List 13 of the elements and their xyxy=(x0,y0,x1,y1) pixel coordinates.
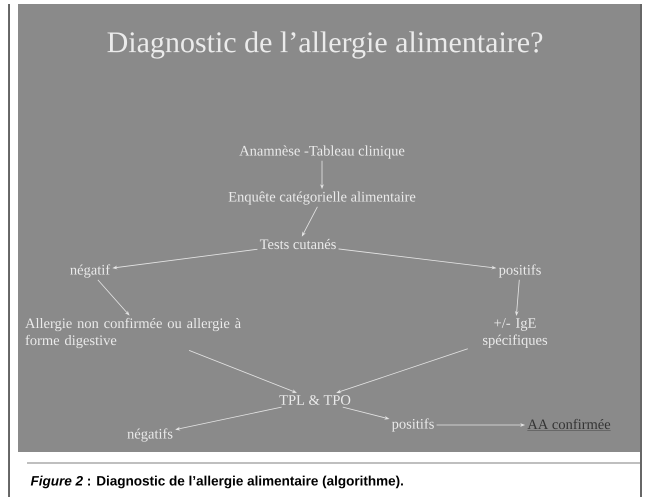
figure-caption: Figure 2 : Diagnostic de l’allergie alimentaire (algorithme). xyxy=(30,476,403,488)
step-text: Enquête catégorielle alimentaire xyxy=(228,191,416,205)
step-text: négatifs xyxy=(127,428,172,442)
step-text: TPL & TPO xyxy=(279,395,350,405)
step-text: +/- IgE spécifiques xyxy=(482,318,548,348)
step-text: négatif xyxy=(70,264,110,278)
step-text: positifs xyxy=(498,264,541,278)
step-text: AA confirmée xyxy=(527,418,611,431)
step-text: Tests cutanés xyxy=(260,238,336,250)
step-text: Allergie non confirmée ou allergie à forme digestive xyxy=(25,318,241,348)
step-text: positifs xyxy=(392,418,434,432)
slide-title: Diagnostic de l’allergie alimentaire? xyxy=(108,31,542,59)
step-text: Anamnèse -Tableau clinique xyxy=(239,145,404,159)
